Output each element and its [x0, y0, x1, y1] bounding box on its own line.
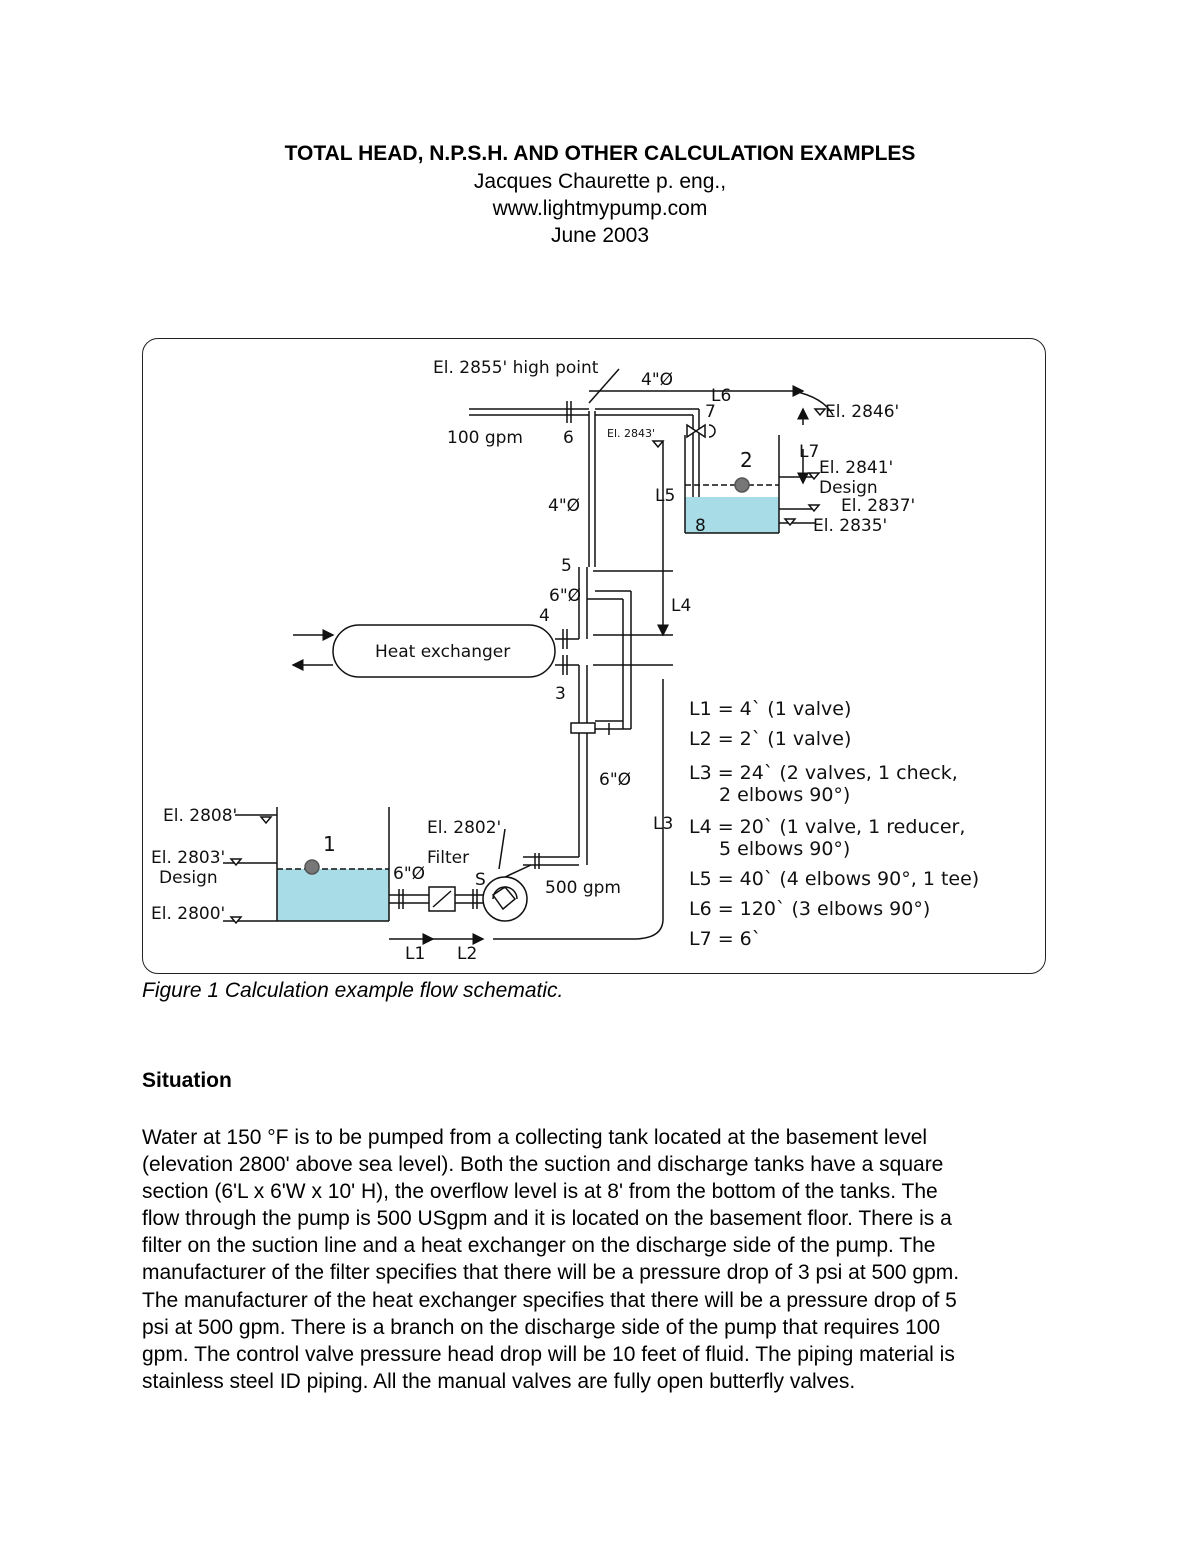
paragraph-line: stainless steel ID piping. All the manua… — [142, 1369, 856, 1393]
website-link[interactable]: www.lightmypump.com — [492, 197, 708, 220]
figure-caption: Figure 1 Calculation example flow schema… — [142, 979, 564, 1002]
paragraph-line: psi at 500 gpm. There is a branch on the… — [142, 1315, 941, 1339]
label-l5: L5 — [655, 486, 675, 506]
paragraph-line: section (6'L x 6'W x 10' H), the overflo… — [142, 1180, 938, 1204]
label-el-2835: El. 2835' — [813, 516, 887, 536]
flow-schematic: El. 2855' high point 4"Ø L6 7 El. 2846' … — [142, 338, 1046, 974]
label-l3: L3 — [653, 814, 673, 834]
legend-l3-cont: 2 elbows 90°) — [719, 784, 850, 806]
legend-l4: L4 = 20` (1 valve, 1 reducer, — [689, 816, 965, 838]
paragraph-line: Water at 150 °F is to be pumped from a c… — [142, 1126, 928, 1149]
label-l7: L7 — [799, 442, 819, 462]
label-dia-6-a: 6"Ø — [549, 586, 581, 606]
label-pt-s: S — [475, 870, 486, 890]
legend-l7: L7 = 6` — [689, 928, 761, 950]
label-el-2843: El. 2843' — [607, 427, 655, 440]
paragraph-line: gpm. The control valve pressure head dro… — [142, 1342, 955, 1366]
label-el-2803: El. 2803' — [151, 848, 225, 868]
label-l4: L4 — [671, 596, 691, 616]
legend-l6: L6 = 120` (3 elbows 90°) — [689, 898, 930, 920]
label-flow-pump: 500 gpm — [545, 878, 621, 898]
label-high-point: El. 2855' high point — [433, 358, 599, 378]
label-tank2: 2 — [740, 448, 753, 472]
legend-l1: L1 = 4` (1 valve) — [689, 698, 851, 720]
label-el-2837: El. 2837' — [841, 496, 915, 516]
label-filter: Filter — [427, 848, 469, 868]
label-pt4: 4 — [539, 606, 550, 626]
situation-paragraph: Water at 150 °F is to be pumped from a c… — [142, 1124, 1072, 1395]
paragraph-line: filter on the suction line and a heat ex… — [142, 1234, 936, 1258]
label-dia-4-mid: 4"Ø — [548, 496, 580, 516]
paragraph-line: (elevation 2800' above sea level). Both … — [142, 1153, 944, 1177]
publication-date: June 2003 — [550, 224, 650, 247]
discharge-riser — [570, 590, 632, 865]
suction-tank — [223, 807, 390, 925]
label-dia-4-top: 4"Ø — [641, 370, 673, 390]
label-pt3: 3 — [555, 684, 566, 704]
label-el-2841: El. 2841' — [819, 458, 893, 478]
label-pt8: 8 — [695, 516, 706, 536]
label-l2: L2 — [457, 944, 477, 964]
label-el-2808: El. 2808' — [163, 806, 237, 826]
paragraph-line: flow through the pump is 500 USgpm and i… — [142, 1207, 952, 1231]
dimension-lines — [389, 385, 834, 945]
paragraph-line: The manufacturer of the heat exchanger s… — [142, 1288, 957, 1312]
label-design1: Design — [159, 868, 218, 888]
paragraph-line: manufacturer of the filter specifies tha… — [142, 1261, 960, 1285]
discharge-tank — [651, 407, 827, 534]
label-l6: L6 — [711, 386, 731, 406]
label-pt7: 7 — [705, 402, 716, 422]
legend-l5: L5 = 40` (4 elbows 90°, 1 tee) — [689, 868, 979, 890]
label-dia-6-c: 6"Ø — [393, 864, 425, 884]
situation-heading: Situation — [142, 1069, 232, 1092]
pump — [482, 853, 579, 922]
author-line: Jacques Chaurette p. eng., — [473, 170, 727, 193]
legend-l3: L3 = 24` (2 valves, 1 check, — [689, 762, 958, 784]
label-el-2802: El. 2802' — [427, 818, 501, 838]
heat-exchanger — [291, 567, 588, 678]
label-pt6: 6 — [563, 428, 574, 448]
label-el-2846: El. 2846' — [825, 402, 899, 422]
label-heat-exchanger: Heat exchanger — [375, 642, 510, 662]
pipe-length-legend: L1 = 4` (1 valve) L2 = 2` (1 valve) L3 =… — [689, 698, 979, 950]
label-pt5: 5 — [561, 556, 572, 576]
legend-l2: L2 = 2` (1 valve) — [689, 728, 851, 750]
label-dia-6-b: 6"Ø — [599, 770, 631, 790]
suction-line — [389, 886, 488, 912]
label-el-2800: El. 2800' — [151, 904, 225, 924]
label-tank1: 1 — [323, 832, 336, 856]
page-title: TOTAL HEAD, N.P.S.H. AND OTHER CALCULATI… — [284, 142, 916, 165]
label-design2: Design — [819, 478, 878, 498]
label-l1: L1 — [405, 944, 425, 964]
legend-l4-cont: 5 elbows 90°) — [719, 838, 850, 860]
upper-piping — [469, 401, 716, 567]
label-flow-branch: 100 gpm — [447, 428, 523, 448]
